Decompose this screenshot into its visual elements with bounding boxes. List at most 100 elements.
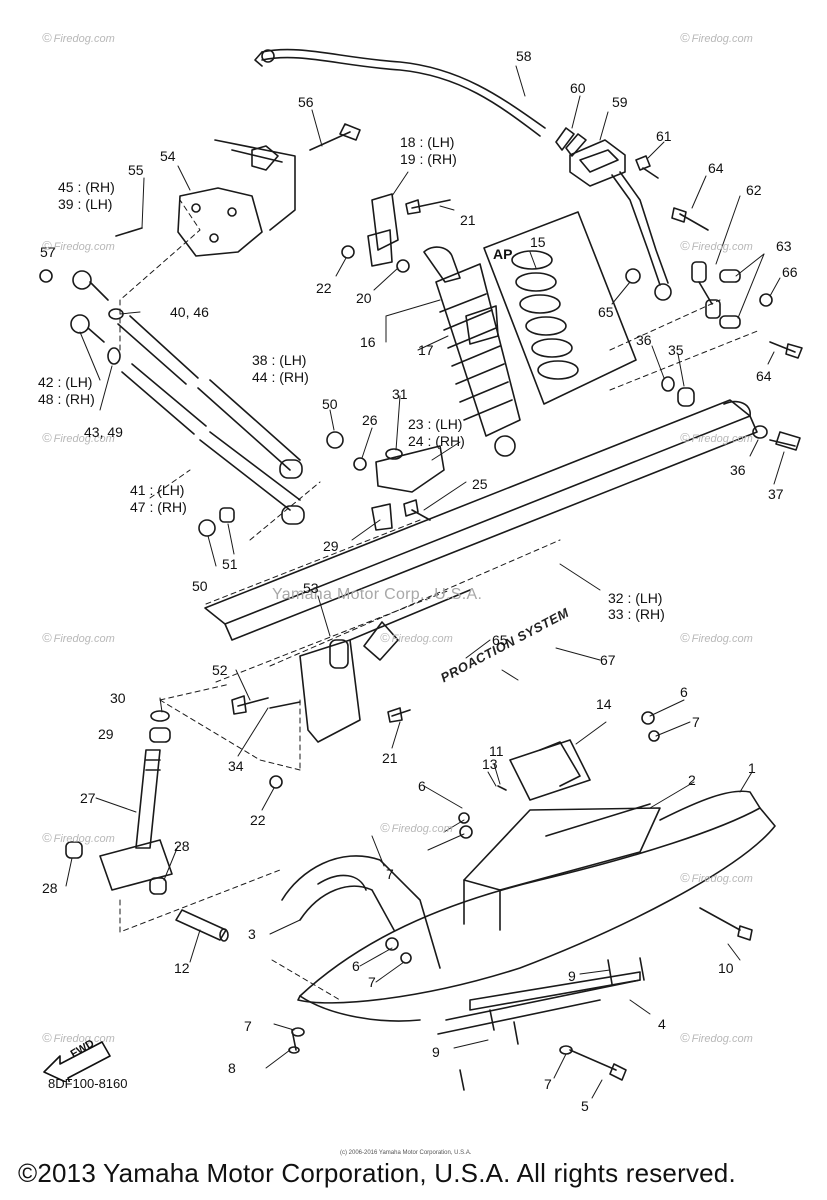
- callout-41: 41 : (LH): [130, 482, 185, 498]
- callout-43-49: 43, 49: [84, 424, 123, 440]
- watermark: ©Firedog.com: [380, 630, 453, 645]
- callout-50a: 50: [322, 396, 338, 412]
- callout-22a: 22: [316, 280, 332, 296]
- callout-44: 44 : (RH): [252, 369, 309, 385]
- ski-fasteners: [288, 711, 753, 1091]
- radius-rods: [117, 315, 344, 537]
- watermark: ©Firedog.com: [42, 30, 115, 45]
- shock-absorber: [423, 246, 521, 457]
- diagram-code: 8DF100-8160: [48, 1076, 128, 1091]
- callout-60: 60: [570, 80, 586, 96]
- callout-2: 2: [688, 772, 696, 788]
- callout-9a: 9: [568, 968, 576, 984]
- callout-28b: 28: [42, 880, 58, 896]
- callout-7c: 7: [368, 974, 376, 990]
- callout-39: 39 : (LH): [58, 196, 113, 212]
- watermark: ©Firedog.com: [680, 238, 753, 253]
- callout-5: 5: [581, 1098, 589, 1114]
- callout-10: 10: [718, 960, 734, 976]
- callout-48: 48 : (RH): [38, 391, 95, 407]
- callout-8: 8: [228, 1060, 236, 1076]
- callout-64b: 64: [756, 368, 772, 384]
- callout-34: 34: [228, 758, 244, 774]
- callout-54: 54: [160, 148, 176, 164]
- callout-12: 12: [174, 960, 190, 976]
- wear-bar: [437, 971, 641, 1035]
- callout-50b: 50: [192, 578, 208, 594]
- callout-3: 3: [248, 926, 256, 942]
- callout-9b: 9: [432, 1044, 440, 1060]
- copyright-footer: ©2013 Yamaha Motor Corporation, U.S.A. A…: [18, 1158, 736, 1188]
- link-rod: [625, 207, 803, 359]
- callout-29a: 29: [323, 538, 339, 554]
- callout-62: 62: [746, 182, 762, 198]
- callout-16: 16: [360, 334, 376, 350]
- watermark: ©Firedog.com: [680, 30, 753, 45]
- callout-6c: 6: [352, 958, 360, 974]
- callout-6a: 6: [680, 684, 688, 700]
- callout-20: 20: [356, 290, 372, 306]
- callout-24: 24 : (RH): [408, 433, 465, 449]
- callout-63: 63: [776, 238, 792, 254]
- callout-18: 18 : (LH): [400, 134, 455, 150]
- watermark: ©Firedog.com: [42, 630, 115, 645]
- callout-36a: 36: [636, 332, 652, 348]
- callout-4: 4: [658, 1016, 666, 1032]
- callout-7b: 7: [386, 866, 394, 882]
- callout-36b: 36: [730, 462, 746, 478]
- tube-12: [175, 909, 229, 942]
- callout-22b: 22: [250, 812, 266, 828]
- rod-ends: [39, 269, 124, 365]
- group-lines: [119, 199, 761, 1001]
- watermark: ©Firedog.com: [42, 830, 115, 845]
- watermark: ©Firedog.com: [680, 430, 753, 445]
- bolt-61: [635, 155, 659, 179]
- callout-47: 47 : (RH): [130, 499, 187, 515]
- watermark: ©Firedog.com: [42, 1030, 115, 1045]
- callout-66: 66: [782, 264, 798, 280]
- callout-27: 27: [80, 790, 96, 806]
- forward-arrow-icon: [43, 1041, 111, 1082]
- callout-13: 13: [482, 756, 498, 772]
- watermark: ©Firedog.com: [680, 1030, 753, 1045]
- frame-bracket: [115, 123, 361, 257]
- callout-11: 11: [489, 743, 504, 759]
- callout-65b: 65: [492, 632, 508, 648]
- watermark: ©Firedog.com: [680, 870, 753, 885]
- callout-42: 42 : (LH): [38, 374, 93, 390]
- callout-23: 23 : (LH): [408, 416, 463, 432]
- callout-26: 26: [362, 412, 378, 428]
- ap-label: AP: [493, 246, 513, 262]
- callout-6b: 6: [418, 778, 426, 794]
- callout-40-46: 40, 46: [170, 304, 209, 320]
- callout-21b: 21: [382, 750, 398, 766]
- callout-7a: 7: [692, 714, 700, 730]
- callout-35: 35: [668, 342, 684, 358]
- callout-56: 56: [298, 94, 314, 110]
- callout-59: 59: [612, 94, 628, 110]
- leader-lines: [65, 65, 785, 1099]
- rail-bushings: [661, 376, 801, 451]
- callout-57: 57: [40, 244, 56, 260]
- callout-55: 55: [128, 162, 144, 178]
- callout-7d: 7: [244, 1018, 252, 1034]
- callout-32: 32 : (LH): [608, 590, 663, 606]
- callout-29b: 29: [98, 726, 114, 742]
- shock-bracket: [341, 193, 451, 273]
- bar-bracket: [555, 127, 672, 301]
- spindle-housing: [231, 639, 411, 789]
- watermark: ©Firedog.com: [42, 238, 115, 253]
- callout-7e: 7: [544, 1076, 552, 1092]
- callout-65a: 65: [598, 304, 614, 320]
- pivot-bracket: [353, 445, 445, 531]
- callout-61: 61: [656, 128, 672, 144]
- callout-17: 17: [418, 342, 434, 358]
- callout-21a: 21: [460, 212, 476, 228]
- callout-30: 30: [110, 690, 126, 706]
- callout-15: 15: [530, 234, 546, 250]
- callout-1: 1: [748, 760, 756, 776]
- callout-38: 38 : (LH): [252, 352, 307, 368]
- callout-64a: 64: [708, 160, 724, 176]
